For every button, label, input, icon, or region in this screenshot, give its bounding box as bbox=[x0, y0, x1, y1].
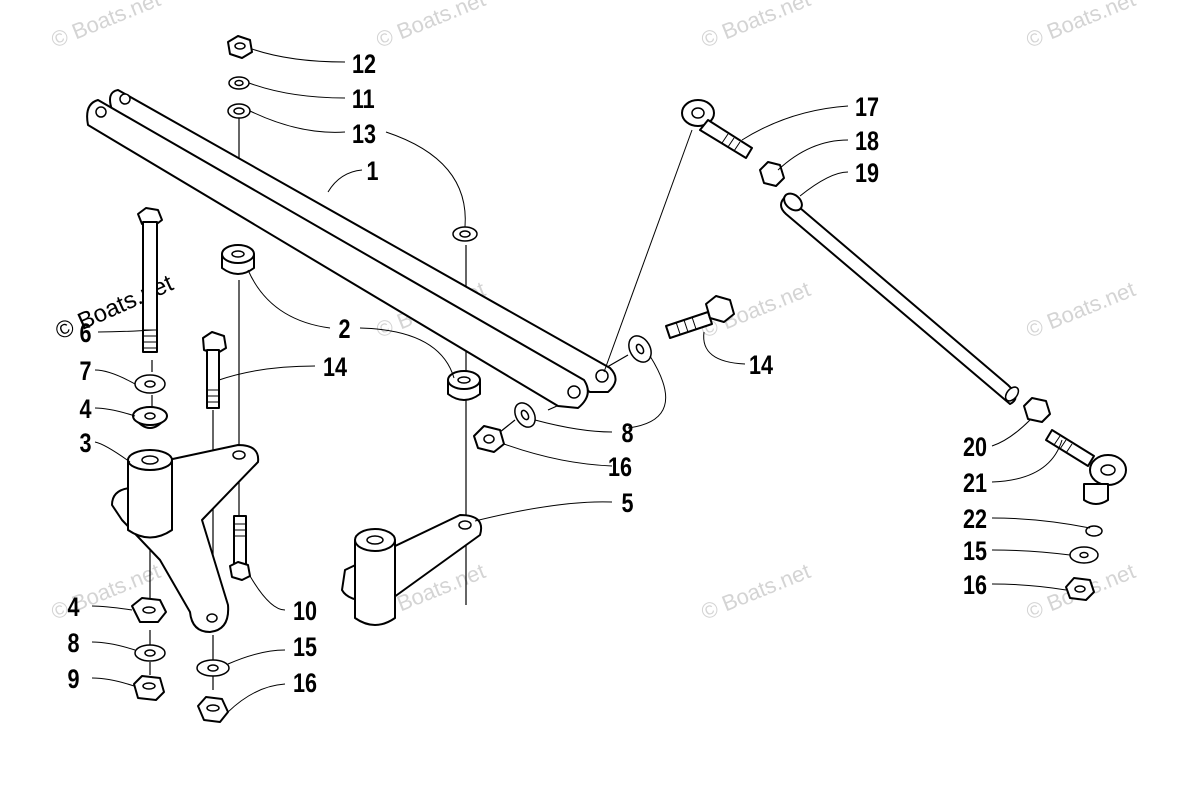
callout-4-lower: 4 bbox=[68, 593, 80, 623]
callout-15-right: 15 bbox=[963, 537, 987, 567]
pivot-bracket-left bbox=[111, 444, 260, 633]
bolt-6 bbox=[137, 207, 163, 353]
washer-14-right-hole bbox=[635, 343, 645, 355]
callout-16-lower: 16 bbox=[293, 669, 317, 699]
tube-19 bbox=[780, 192, 1020, 405]
link-hole bbox=[567, 385, 581, 399]
bracket-hole bbox=[232, 450, 246, 460]
callout-6: 6 bbox=[80, 319, 92, 349]
watermark: © Boats.net bbox=[373, 0, 489, 53]
callout-11: 11 bbox=[352, 85, 375, 115]
leader-lines bbox=[91, 48, 1091, 713]
callout-17: 17 bbox=[855, 93, 879, 123]
watermark: © Boats.net bbox=[1023, 276, 1139, 342]
cone-washer-4 bbox=[132, 406, 168, 429]
callout-16-right: 16 bbox=[608, 453, 632, 483]
washer-13-right-hole bbox=[459, 230, 471, 238]
bracket-hole bbox=[206, 613, 218, 623]
callout-9: 9 bbox=[68, 665, 80, 695]
spacer-2-left bbox=[221, 244, 255, 275]
callout-12: 12 bbox=[352, 50, 376, 80]
callout-labels: 12 11 13 1 2 14 6 7 4 3 10 15 16 4 8 9 5… bbox=[68, 50, 988, 699]
callout-19: 19 bbox=[855, 159, 879, 189]
washer-8-right-hole bbox=[520, 409, 530, 421]
bolt-14-horizontal bbox=[665, 295, 735, 339]
callout-15-lower: 15 bbox=[293, 633, 317, 663]
nut-4-lower bbox=[131, 597, 167, 623]
callout-3: 3 bbox=[80, 429, 92, 459]
washer-15-lower-hole bbox=[207, 664, 219, 672]
callout-7: 7 bbox=[80, 357, 92, 387]
nut-16-lower bbox=[197, 696, 229, 723]
callout-8-right: 8 bbox=[622, 419, 634, 449]
link-hole bbox=[119, 93, 131, 105]
callout-14-horizontal: 14 bbox=[749, 351, 773, 381]
callout-5: 5 bbox=[622, 489, 634, 519]
link-hole bbox=[595, 369, 609, 383]
washer-7-hole bbox=[144, 380, 156, 388]
nut-9 bbox=[133, 675, 165, 701]
nut-16-far-right bbox=[1065, 577, 1095, 601]
washer-8-lower-hole bbox=[144, 649, 156, 657]
spacer-2-right bbox=[447, 370, 481, 401]
watermark: © Boats.net bbox=[698, 0, 814, 53]
ring-22 bbox=[1085, 525, 1103, 537]
callout-13: 13 bbox=[352, 120, 376, 150]
bracket-hole bbox=[458, 520, 472, 530]
stud-10 bbox=[229, 515, 251, 581]
rod-end-21 bbox=[1045, 429, 1127, 505]
watermark: © Boats.net bbox=[48, 0, 164, 53]
callout-10: 10 bbox=[293, 597, 317, 627]
nut-12 bbox=[227, 35, 253, 59]
link-hole bbox=[95, 106, 107, 118]
nut-20 bbox=[1023, 397, 1051, 423]
callout-20: 20 bbox=[963, 433, 987, 463]
callout-14-vertical: 14 bbox=[323, 353, 347, 383]
nut-18 bbox=[759, 161, 785, 187]
link-bar-back bbox=[109, 89, 617, 393]
washer-13-hole bbox=[233, 107, 245, 115]
link-bar-front bbox=[86, 99, 589, 409]
callout-8-lower: 8 bbox=[68, 629, 80, 659]
callout-4-upper: 4 bbox=[80, 395, 92, 425]
callout-2: 2 bbox=[339, 315, 351, 345]
watermark: © Boats.net bbox=[1023, 0, 1139, 53]
callout-22: 22 bbox=[963, 505, 987, 535]
washer-15-right-hole bbox=[1079, 551, 1089, 559]
callout-16-far-right: 16 bbox=[963, 571, 987, 601]
callout-21: 21 bbox=[963, 469, 987, 499]
pivot-bracket-right bbox=[341, 514, 482, 626]
callout-18: 18 bbox=[855, 127, 879, 157]
watermark-dark: © Boats.net bbox=[51, 270, 177, 346]
nut-16-right bbox=[473, 425, 505, 453]
callout-1: 1 bbox=[367, 157, 379, 187]
washer-11-hole bbox=[234, 79, 244, 87]
watermark: © Boats.net bbox=[698, 558, 814, 624]
rod-end-17 bbox=[681, 99, 753, 159]
bolt-14-vertical bbox=[202, 331, 227, 409]
